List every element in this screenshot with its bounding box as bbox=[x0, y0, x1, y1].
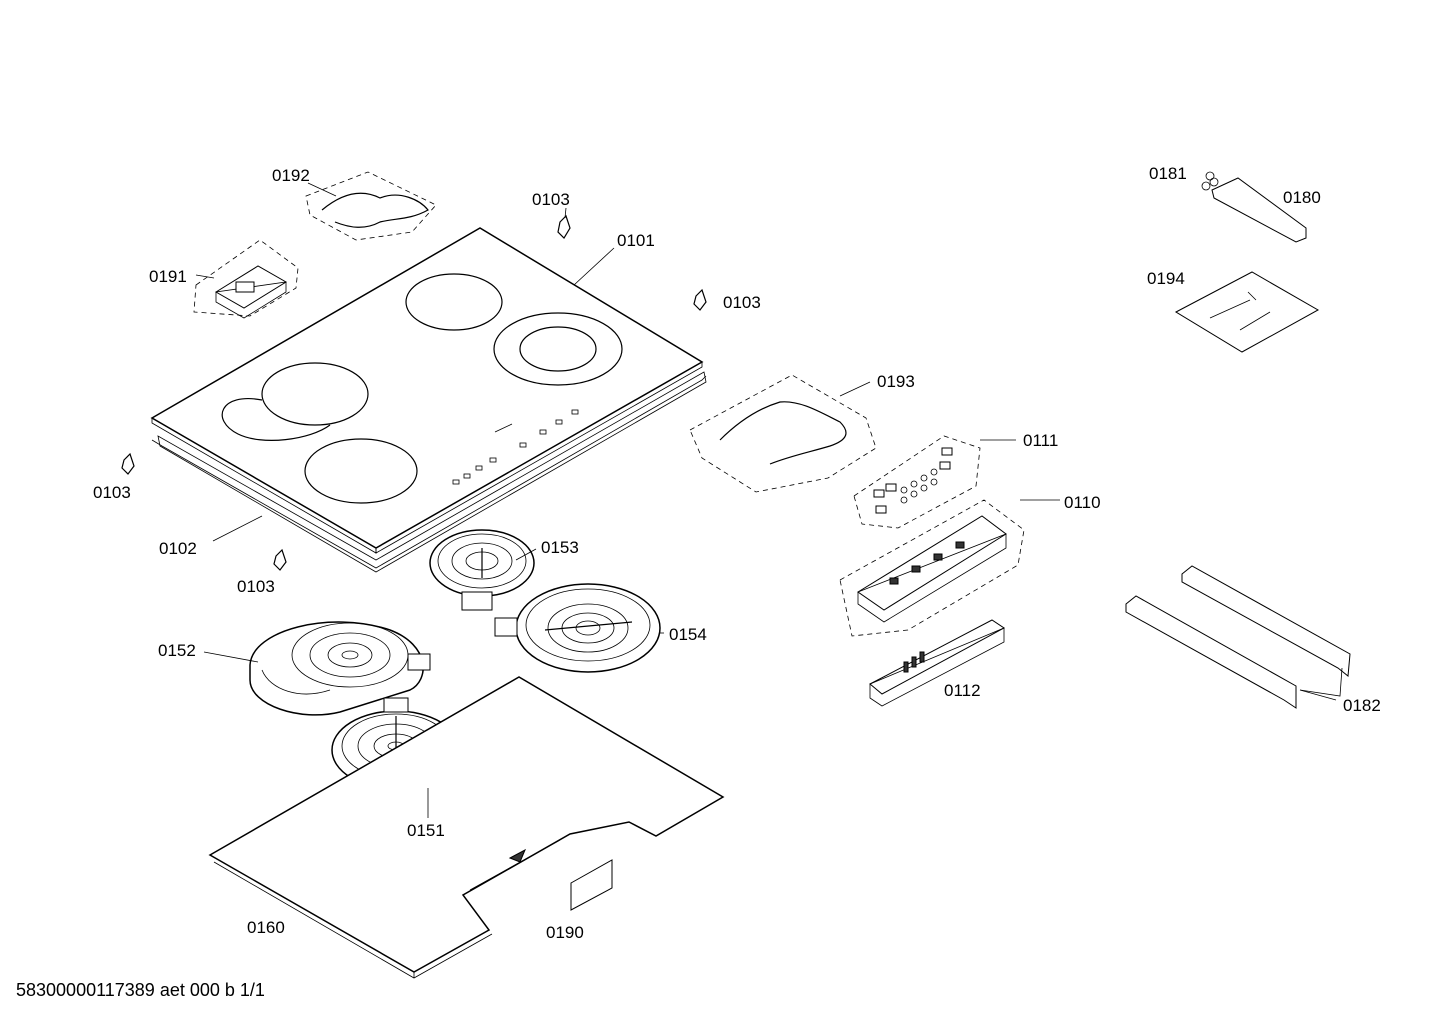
clip-0103-right bbox=[693, 288, 707, 311]
label-0154: 0154 bbox=[669, 625, 707, 644]
label-0192: 0192 bbox=[272, 166, 310, 185]
label-0111: 0111 bbox=[1023, 431, 1058, 450]
label-0103-right: 0103 bbox=[723, 293, 761, 312]
sensor-housing-0191 bbox=[193, 239, 299, 319]
clip-0103-bottom bbox=[273, 548, 287, 571]
label-0182: 0182 bbox=[1343, 696, 1381, 715]
leader-lines bbox=[195, 182, 1337, 818]
heating-element-0152 bbox=[249, 621, 431, 716]
accessory-bag-0194 bbox=[1174, 271, 1320, 353]
label-0110: 0110 bbox=[1064, 493, 1101, 512]
label-0180: 0180 bbox=[1283, 188, 1321, 207]
label-0103-bottom: 0103 bbox=[237, 577, 275, 596]
label-0103-top: 0103 bbox=[532, 190, 570, 209]
cooktop-glass-0101 bbox=[150, 227, 704, 554]
clip-0103-left bbox=[121, 452, 135, 475]
control-module-0110 bbox=[839, 499, 1025, 637]
document-footer-id: 58300000117389 aet 000 b 1/1 bbox=[16, 980, 265, 1000]
label-0153: 0153 bbox=[541, 538, 579, 557]
label-0190: 0190 bbox=[546, 923, 584, 942]
base-plate-0160 bbox=[208, 676, 725, 979]
heating-element-0153 bbox=[429, 529, 535, 611]
mounting-rails-0182 bbox=[1125, 565, 1351, 709]
label-0191: 0191 bbox=[149, 267, 187, 286]
label-0103-left: 0103 bbox=[93, 483, 131, 502]
seal-frame-0102 bbox=[151, 371, 707, 573]
label-0181: 0181 bbox=[1149, 164, 1187, 183]
label-0193: 0193 bbox=[877, 372, 915, 391]
keypad-set-0111 bbox=[853, 435, 981, 529]
label-0160: 0160 bbox=[247, 918, 285, 937]
label-0101: 0101 bbox=[617, 231, 655, 250]
label-sticker-0190 bbox=[570, 859, 613, 911]
label-0102: 0102 bbox=[159, 539, 197, 558]
connector-board-0112 bbox=[869, 619, 1005, 707]
clip-0103-top bbox=[557, 214, 571, 239]
heating-element-0154 bbox=[494, 583, 661, 673]
label-0112: 0112 bbox=[944, 681, 981, 700]
label-0151: 0151 bbox=[407, 821, 445, 840]
gasket-set-0193 bbox=[689, 374, 877, 493]
label-0194: 0194 bbox=[1147, 269, 1185, 288]
gasket-set-0192 bbox=[305, 171, 437, 241]
part-number-labels: 0192 0103 0101 0191 0103 0193 0111 0103 … bbox=[93, 164, 1381, 942]
mounting-bracket-0180 bbox=[1201, 171, 1307, 243]
label-0152: 0152 bbox=[158, 641, 196, 660]
